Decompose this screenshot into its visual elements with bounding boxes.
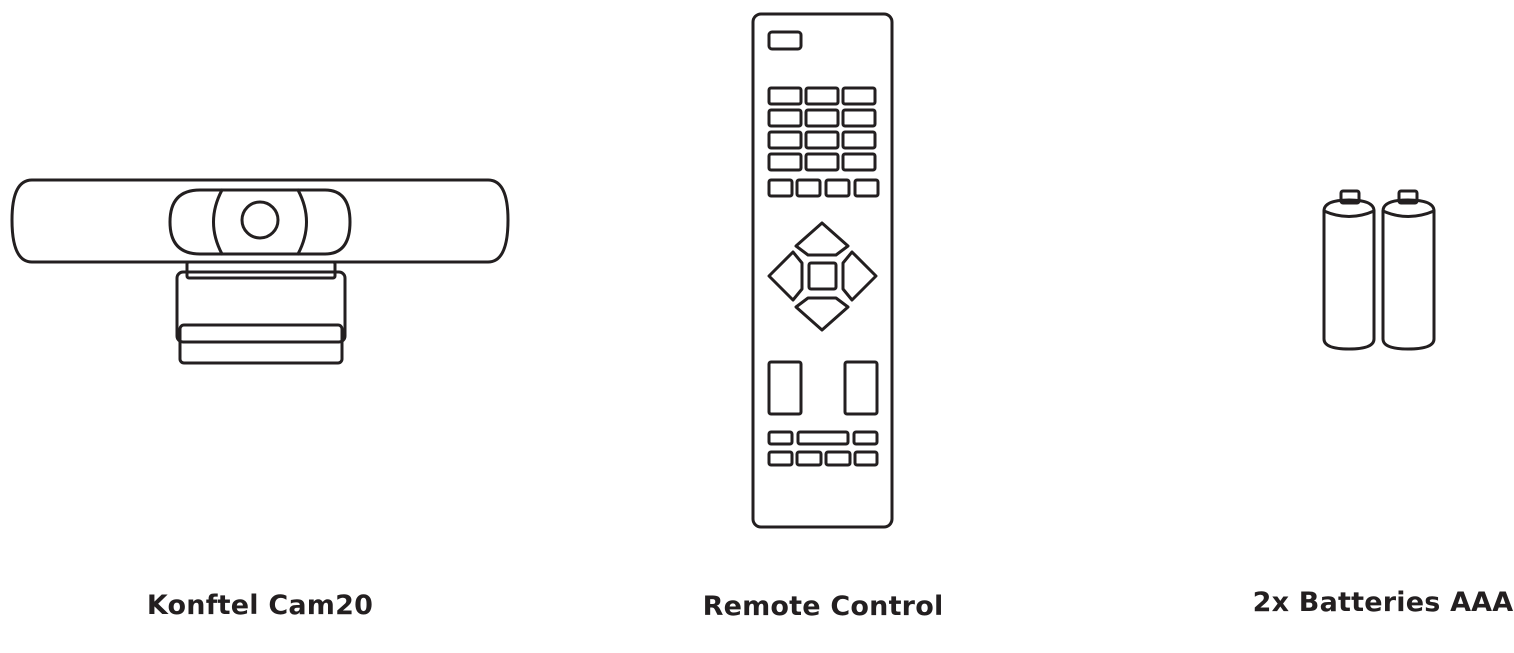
remote-key — [804, 152, 840, 172]
remote-key — [841, 108, 877, 128]
remote-control-icon — [751, 12, 894, 529]
remote-label: Remote Control — [702, 591, 944, 622]
remote-key — [767, 152, 803, 172]
remote-key — [767, 130, 803, 150]
remote-key — [804, 86, 840, 106]
remote-key — [767, 108, 803, 128]
remote-key — [841, 130, 877, 150]
camera-icon — [10, 178, 510, 365]
camera-label: Konftel Cam20 — [146, 590, 374, 621]
remote-key — [841, 86, 877, 106]
remote-key — [795, 178, 822, 198]
remote-key — [824, 178, 851, 198]
remote-key — [804, 130, 840, 150]
remote-key — [804, 108, 840, 128]
remote-key — [841, 152, 877, 172]
batteries-label: 2x Batteries AAA — [1252, 587, 1514, 618]
remote-key — [767, 86, 803, 106]
remote-key — [767, 178, 794, 198]
batteries-icon — [1322, 189, 1436, 351]
remote-key — [853, 178, 880, 198]
